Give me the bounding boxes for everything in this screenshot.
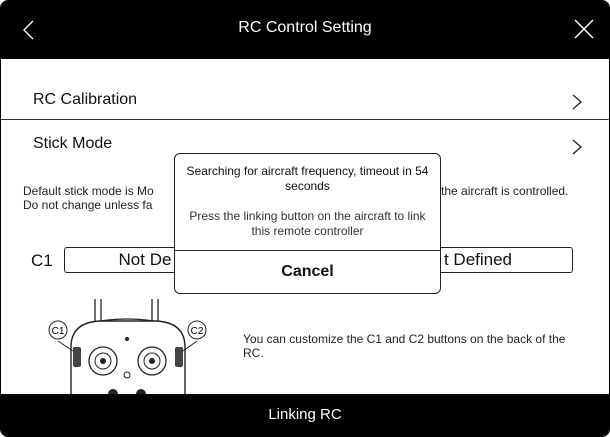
dialog-divider	[175, 250, 440, 251]
stick-mode-description: Default stick mode is Mo the aircraft is…	[23, 184, 593, 212]
close-icon[interactable]	[573, 18, 595, 40]
top-bar: RC Control Setting	[1, 1, 609, 59]
description-line1-left: Default stick mode is Mo	[23, 184, 154, 198]
custom-buttons-help-text: You can customize the C1 and C2 buttons …	[243, 332, 566, 360]
divider	[1, 119, 609, 120]
c1-callout: C1	[52, 326, 65, 337]
chevron-left-icon[interactable]	[21, 19, 37, 41]
stick-mode-label: Stick Mode	[33, 135, 113, 152]
dialog-instruction: Press the linking button on the aircraft…	[189, 209, 426, 238]
bottom-bar: Linking RC	[1, 394, 609, 436]
page-title: RC Control Setting	[238, 19, 372, 36]
cancel-button[interactable]: Cancel	[281, 263, 334, 280]
chevron-right-icon	[572, 139, 582, 155]
c2-callout: C2	[191, 326, 204, 337]
rc-calibration-label: RC Calibration	[33, 91, 138, 108]
linking-status-title: Linking RC	[268, 406, 342, 423]
chevron-right-icon	[572, 94, 582, 110]
dialog-message: Searching for aircraft frequency, timeou…	[186, 164, 429, 193]
remote-controller-illustration: C1 C2	[48, 299, 207, 399]
linking-dialog: Searching for aircraft frequency, timeou…	[174, 153, 441, 294]
description-line2-left: Do not change unless fa	[23, 198, 153, 212]
description-line1-right: the aircraft is controlled.	[441, 184, 569, 198]
c1-label: C1	[31, 251, 53, 270]
